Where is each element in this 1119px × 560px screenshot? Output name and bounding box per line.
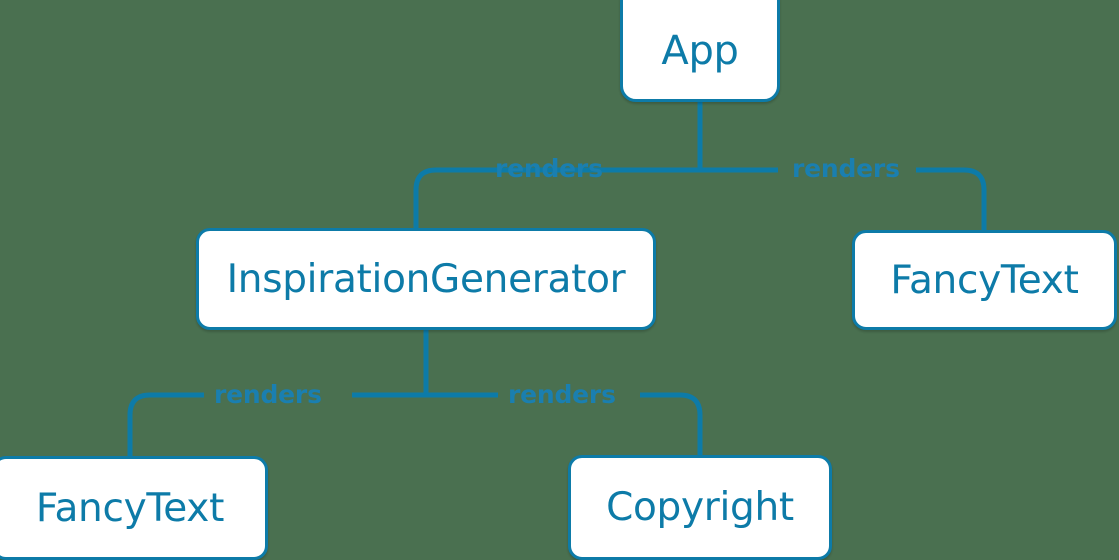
node-app-label: App — [661, 28, 739, 74]
edge-label-inspiration-generator-to-copyright: renders — [508, 380, 616, 409]
node-inspiration-generator-label: InspirationGenerator — [226, 256, 626, 302]
edge-label-app-to-fancytext-right: renders — [792, 154, 900, 183]
edge-label-inspiration-generator-to-fancytext: renders — [214, 380, 322, 409]
node-copyright[interactable]: Copyright — [568, 455, 832, 560]
node-fancytext-right[interactable]: FancyText — [852, 230, 1117, 330]
node-fancytext-bottom-label: FancyText — [35, 485, 225, 531]
edge-inspiration-generator-to-fancytext-drop — [127, 392, 151, 456]
edge-app-to-fancytext-right-drop — [963, 167, 987, 230]
edge-app-to-inspiration-generator-drop — [413, 167, 437, 228]
edge-inspiration-generator-to-copyright-drop — [679, 392, 703, 455]
node-inspiration-generator[interactable]: InspirationGenerator — [196, 228, 656, 330]
node-copyright-label: Copyright — [606, 485, 794, 530]
edge-label-app-to-inspiration-generator: renders — [495, 154, 603, 183]
node-fancytext-bottom[interactable]: FancyText — [0, 456, 268, 560]
node-app[interactable]: App — [620, 0, 780, 102]
node-fancytext-right-label: FancyText — [890, 257, 1079, 303]
